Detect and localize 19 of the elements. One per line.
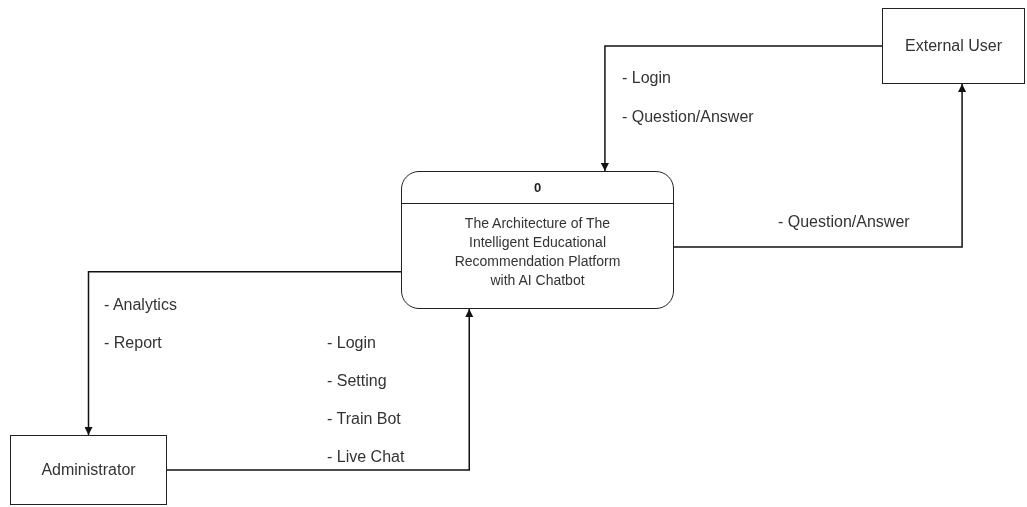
flow-label: - Report <box>104 333 162 353</box>
entity-name: External User <box>905 36 1002 56</box>
flow-label: - Login <box>327 333 376 353</box>
entity-name: Administrator <box>41 460 136 480</box>
process-number: 0 <box>533 178 542 197</box>
arrow <box>673 83 967 248</box>
entity-box <box>10 435 167 505</box>
arrow <box>600 45 883 172</box>
arrow <box>166 308 474 471</box>
process-box <box>401 171 674 309</box>
flow-label: - Analytics <box>104 295 177 315</box>
arrow <box>84 271 402 436</box>
flow-label: - Login <box>622 68 671 88</box>
flow-label: - Live Chat <box>327 447 405 467</box>
entity-box <box>882 8 1025 84</box>
process-title: The Architecture of The Intelligent Educational Recommendation Platform with AI Chatbot <box>453 214 622 290</box>
flow-label: - Train Bot <box>327 409 401 429</box>
flow-label: - Setting <box>327 371 387 391</box>
flow-label: - Question/Answer <box>622 107 754 127</box>
